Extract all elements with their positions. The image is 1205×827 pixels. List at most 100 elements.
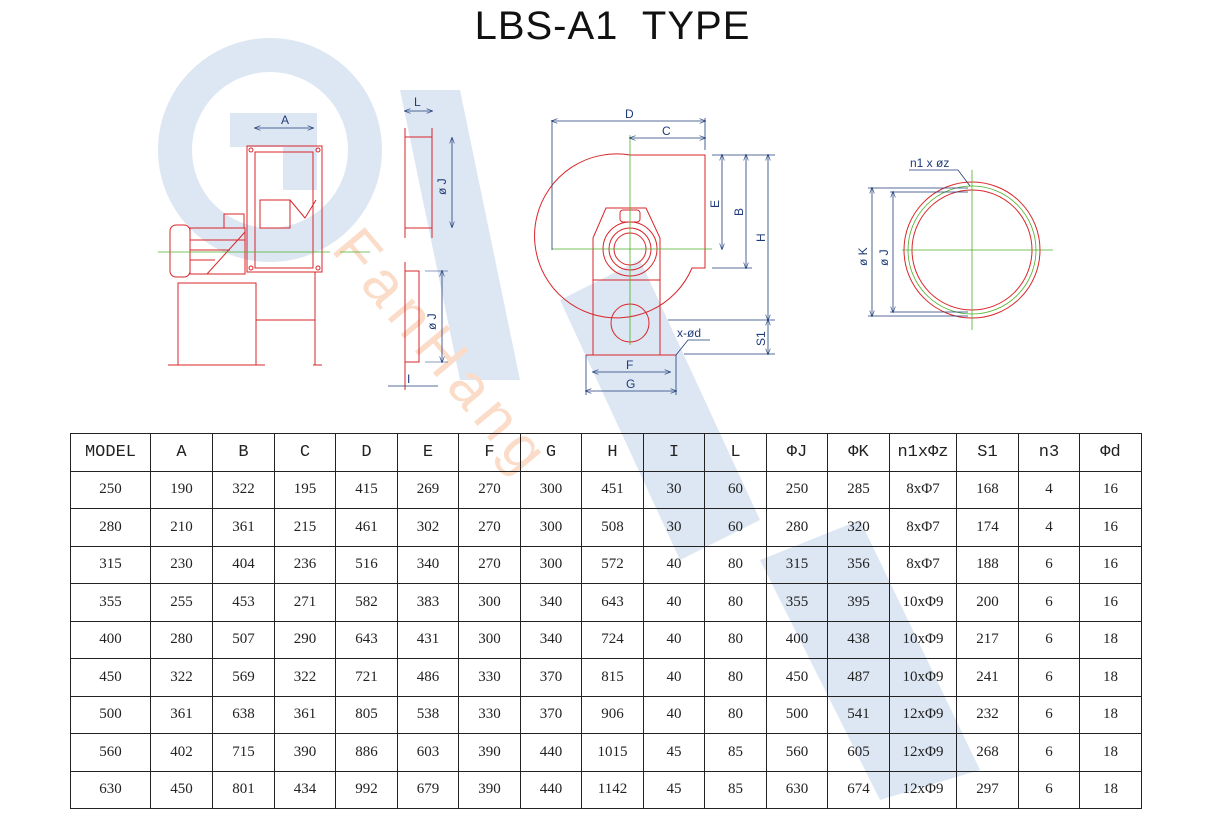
table-cell: 270 [458,508,521,547]
table-cell: 190 [150,470,213,509]
front-view-drawing: D C E B H S1 F G x-ød [534,107,775,395]
table-cell: 560 [766,733,828,772]
dim-label-n1z: n1 x øz [910,156,949,170]
table-cell: 300 [520,470,582,509]
table-cell: 40 [643,695,705,734]
table-cell: 60 [704,470,767,509]
table-cell: 801 [212,770,275,809]
table-cell: 451 [581,470,644,509]
table-cell: 85 [704,770,767,809]
table-cell: 285 [827,470,890,509]
table-cell: 560 [70,733,151,772]
table-cell: 18 [1079,695,1142,734]
table-cell: 210 [150,508,213,547]
table-cell: 390 [274,733,336,772]
table-cell: 200 [956,583,1019,622]
table-cell: 361 [212,508,275,547]
table-cell: 30 [643,508,705,547]
table-cell: 280 [150,620,213,659]
table-cell: 1142 [581,770,644,809]
table-cell: 280 [766,508,828,547]
table-cell: 516 [335,545,398,584]
table-cell: 6 [1018,545,1080,584]
table-cell: 805 [335,695,398,734]
table-cell: 6 [1018,695,1080,734]
table-cell: 18 [1079,770,1142,809]
table-cell: 415 [335,470,398,509]
table-cell: 45 [643,733,705,772]
table-cell: 355 [766,583,828,622]
table-cell: 300 [520,508,582,547]
page-title-text: LBS-A1 TYPE [474,4,751,48]
table-cell: 404 [212,545,275,584]
table-cell: 80 [704,545,767,584]
table-cell: 390 [458,733,521,772]
column-header-h: H [581,433,644,472]
flange-circle-drawing: n1 x øz ø K ø J [856,156,1053,330]
table-cell: 85 [704,733,767,772]
dim-label-c: C [662,124,671,138]
table-cell: 40 [643,658,705,697]
outlet-flange-drawing: ø J I [388,262,448,390]
table-cell: 630 [766,770,828,809]
table-cell: 315 [70,545,151,584]
table-cell: 370 [520,658,582,697]
table-cell: 270 [458,470,521,509]
dim-label-a: A [281,113,289,127]
table-cell: 297 [956,770,1019,809]
table-cell: 1015 [581,733,644,772]
table-cell: 440 [520,733,582,772]
table-cell: 322 [212,470,275,509]
table-cell: 461 [335,508,398,547]
table-cell: 241 [956,658,1019,697]
table-cell: 507 [212,620,275,659]
table-cell: 322 [274,658,336,697]
table-cell: 80 [704,695,767,734]
column-header-model: MODEL [70,433,151,472]
table-cell: 40 [643,620,705,659]
dim-label-f: F [626,358,633,372]
table-cell: 643 [581,583,644,622]
table-cell: 450 [150,770,213,809]
table-cell: 815 [581,658,644,697]
table-cell: 8xΦ7 [889,508,957,547]
table-cell: 302 [397,508,459,547]
column-header-f: F [458,433,521,472]
table-cell: 715 [212,733,275,772]
column-header-phi-d: Φd [1079,433,1142,472]
table-cell: 643 [335,620,398,659]
table-cell: 30 [643,470,705,509]
table-cell: 487 [827,658,890,697]
table-cell: 361 [274,695,336,734]
table-cell: 6 [1018,620,1080,659]
table-cell: 400 [766,620,828,659]
table-cell: 250 [766,470,828,509]
table-cell: 16 [1079,545,1142,584]
side-view-drawing: A [158,113,370,366]
table-cell: 12xΦ9 [889,770,957,809]
table-cell: 340 [520,583,582,622]
table-cell: 370 [520,695,582,734]
table-cell: 638 [212,695,275,734]
table-cell: 340 [520,620,582,659]
column-header-e: E [397,433,459,472]
column-header-g: G [520,433,582,472]
column-header-a: A [150,433,213,472]
table-cell: 271 [274,583,336,622]
column-header-c: C [274,433,336,472]
column-header-d: D [335,433,398,472]
table-cell: 320 [827,508,890,547]
table-cell: 18 [1079,658,1142,697]
table-cell: 168 [956,470,1019,509]
column-header-phi-k: ΦK [827,433,890,472]
column-header-n1-phi-z: n1xΦz [889,433,957,472]
dimension-table: MODEL A B C D E F G H I L ΦJ ΦK n1xΦz S1… [70,433,1142,809]
table-cell: 6 [1018,733,1080,772]
table-cell: 402 [150,733,213,772]
table-cell: 434 [274,770,336,809]
